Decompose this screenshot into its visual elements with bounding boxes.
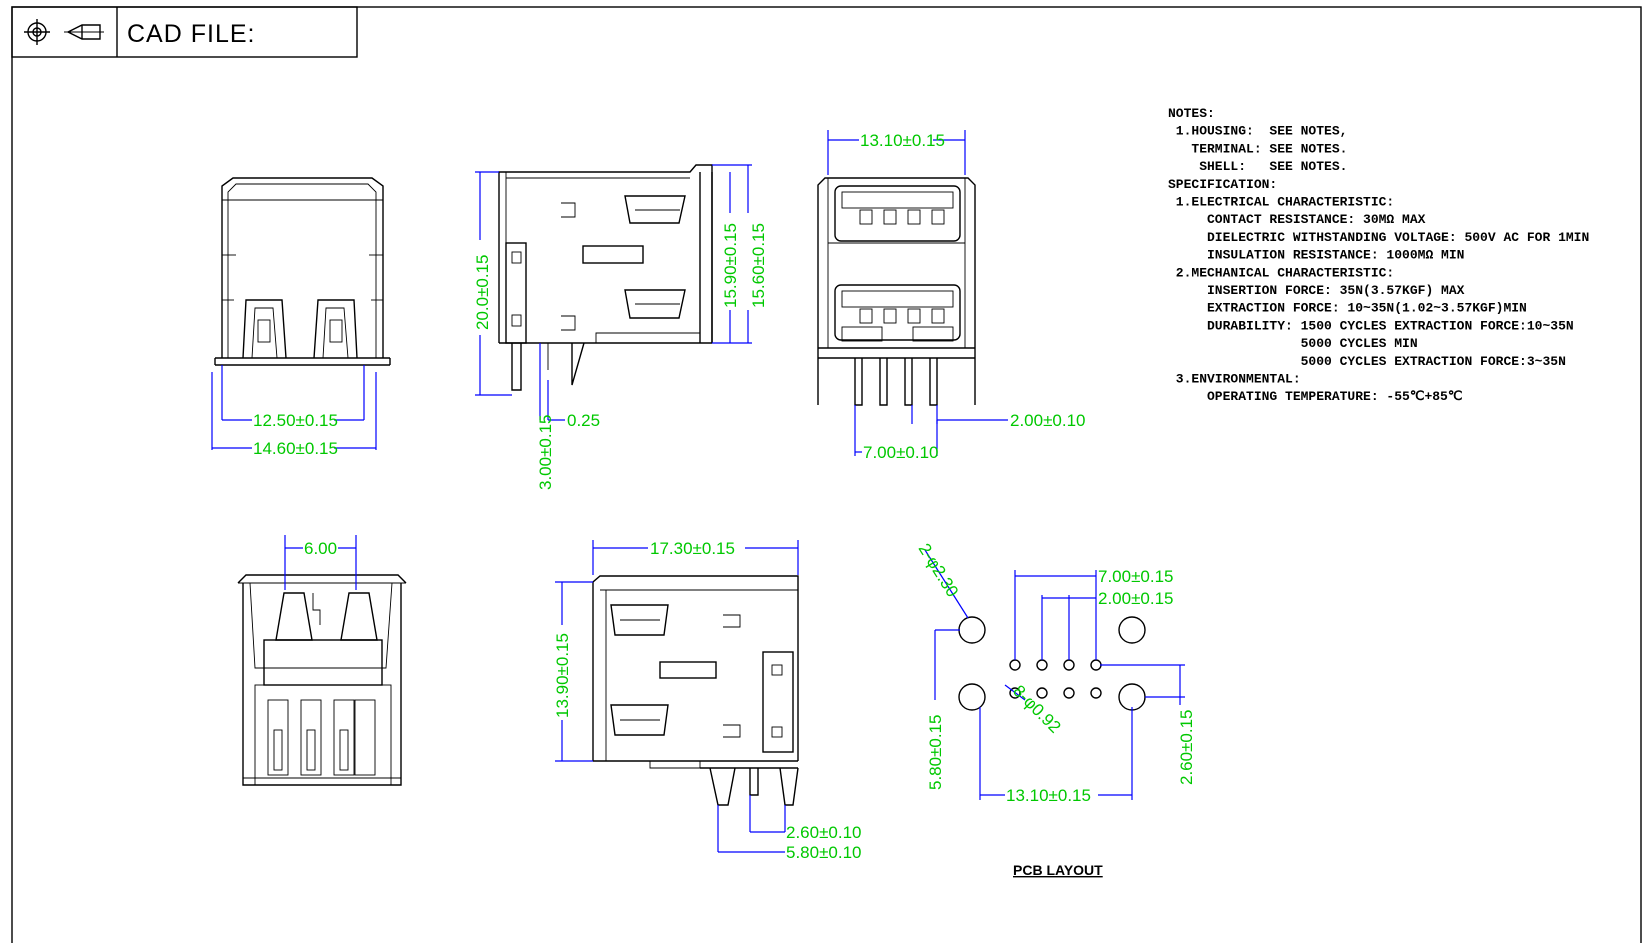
dim-pin-len: 3.00±0.15 xyxy=(536,414,555,490)
dim-pcb-small: 8-φ0.92 xyxy=(1009,681,1064,736)
dim-bottom-depth: 17.30±0.15 xyxy=(650,539,735,558)
pcb-hole-small-4 xyxy=(1090,659,1102,671)
end-view xyxy=(817,177,976,406)
pcb-hole-small-8 xyxy=(1090,687,1102,699)
pcb-hole-small-2 xyxy=(1036,659,1048,671)
notes-line: 5000 CYCLES MIN xyxy=(1168,336,1418,351)
notes-line: INSULATION RESISTANCE: 1000MΩ MIN xyxy=(1168,248,1464,263)
pcb-hole-large-4 xyxy=(1118,683,1146,711)
pcb-hole-small-7 xyxy=(1063,687,1075,699)
bottom-front-view xyxy=(237,574,407,786)
sheet-border xyxy=(11,6,1642,943)
pcb-dims: 2-φ2.30 8-φ0.92 7.00±0.15 2.00±0.15 2.60… xyxy=(915,540,1196,805)
dim-side-height: 20.0±0.15 xyxy=(473,254,492,330)
cone-symbol-icon xyxy=(64,24,104,40)
notes-line: SPECIFICATION: xyxy=(1168,177,1277,192)
notes-line: DIELECTRIC WITHSTANDING VOLTAGE: 500V AC… xyxy=(1168,230,1589,245)
dim-pcb-width: 13.10±0.15 xyxy=(1006,786,1091,805)
dim-pcb-row-gap: 2.60±0.15 xyxy=(1177,709,1196,785)
dim-bottom-p1: 2.60±0.10 xyxy=(786,823,862,842)
dim-side-h1: 15.90±0.15 xyxy=(721,223,740,308)
notes-line: TERMINAL: SEE NOTES. xyxy=(1168,141,1347,156)
end-dims: 13.10±0.15 2.00±0.10 7.00±0.10 xyxy=(827,130,1086,462)
cad-file-label: CAD FILE: xyxy=(127,20,255,48)
notes-line: 2.MECHANICAL CHARACTERISTIC: xyxy=(1168,265,1394,280)
notes-line: INSERTION FORCE: 35N(3.57KGF) MAX xyxy=(1168,283,1465,298)
pcb-layout-label: PCB LAYOUT xyxy=(1013,862,1103,878)
dim-pcb-height: 5.80±0.15 xyxy=(926,714,945,790)
dim-pin-thk: 0.25 xyxy=(567,411,600,430)
notes-line: SHELL: SEE NOTES. xyxy=(1168,159,1347,174)
pcb-hole-large-1 xyxy=(958,616,986,644)
pcb-hole-large-3 xyxy=(958,683,986,711)
notes-line: NOTES: xyxy=(1168,106,1215,121)
front-dims: 12.50±0.15 14.60±0.15 xyxy=(211,365,377,458)
notes-line: 5000 CYCLES EXTRACTION FORCE:3~35N xyxy=(1168,354,1566,369)
dim-bottom-slot: 6.00 xyxy=(304,539,337,558)
dim-end-pitch: 2.00±0.10 xyxy=(1010,411,1086,430)
dim-front-inner: 12.50±0.15 xyxy=(253,411,338,430)
dim-pcb-span: 7.00±0.15 xyxy=(1098,567,1174,586)
pcb-hole-small-3 xyxy=(1063,659,1075,671)
notes-line: EXTRACTION FORCE: 10~35N(1.02~3.57KGF)MI… xyxy=(1168,301,1527,316)
title-block: CAD FILE: xyxy=(11,6,358,58)
dim-front-outer: 14.60±0.15 xyxy=(253,439,338,458)
notes-line: DURABILITY: 1500 CYCLES EXTRACTION FORCE… xyxy=(1168,318,1574,333)
notes-line: 1.HOUSING: SEE NOTES, xyxy=(1168,124,1347,139)
side-dims: 20.0±0.15 15.90±0.15 15.60±0.15 0.25 3.0… xyxy=(473,164,768,490)
dim-bottom-height: 13.90±0.15 xyxy=(553,633,572,718)
notes-line: CONTACT RESISTANCE: 30MΩ MAX xyxy=(1168,212,1426,227)
pcb-layout xyxy=(958,616,1146,711)
side-view xyxy=(498,164,713,391)
front-view xyxy=(214,177,391,366)
bottom-side-dims: 17.30±0.15 13.90±0.15 2.60±0.10 5.80±0.1… xyxy=(553,539,862,862)
dim-pcb-big: 2-φ2.30 xyxy=(915,540,963,600)
bottom-front-dims: 6.00 xyxy=(284,535,357,590)
pcb-hole-large-2 xyxy=(1118,616,1146,644)
pcb-hole-small-1 xyxy=(1009,659,1021,671)
bottom-side-view xyxy=(592,575,799,806)
notes-line: OPERATING TEMPERATURE: -55℃+85℃ xyxy=(1168,389,1462,404)
pcb-hole-small-5 xyxy=(1009,687,1021,699)
projection-symbol-icon xyxy=(24,19,50,45)
notes-line: 1.ELECTRICAL CHARACTERISTIC: xyxy=(1168,195,1394,210)
dim-side-h2: 15.60±0.15 xyxy=(749,223,768,308)
notes-line: 3.ENVIRONMENTAL: xyxy=(1168,372,1301,387)
dim-pcb-pitch: 2.00±0.15 xyxy=(1098,589,1174,608)
notes-block: NOTES: 1.HOUSING: SEE NOTES, TERMINAL: S… xyxy=(1168,106,1589,404)
pcb-hole-small-6 xyxy=(1036,687,1048,699)
dim-bottom-p2: 5.80±0.10 xyxy=(786,843,862,862)
dim-end-span: 7.00±0.10 xyxy=(863,443,939,462)
dim-end-width: 13.10±0.15 xyxy=(860,131,945,150)
